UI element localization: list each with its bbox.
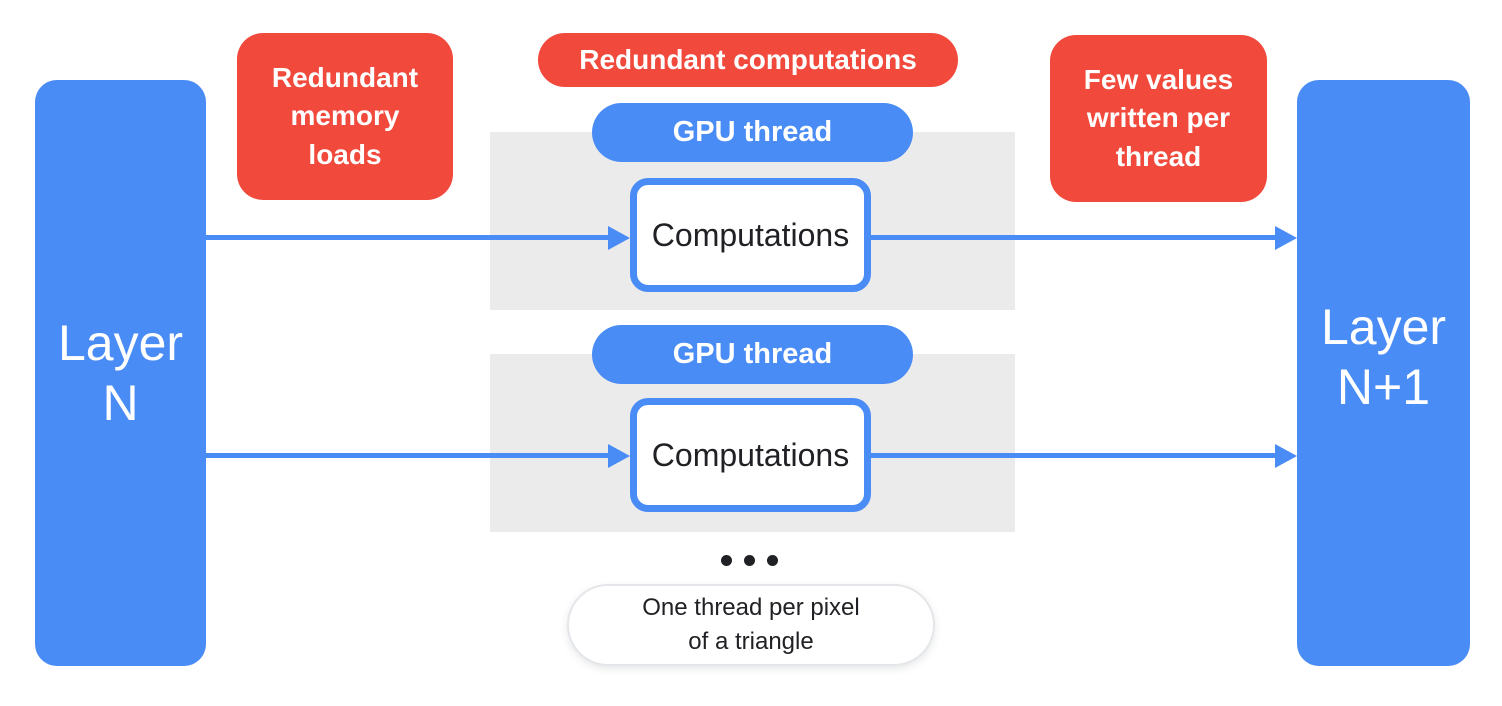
computations-box-1-label: Computations [651,216,850,253]
arrow-line-layer-n-to-computations-1 [206,235,612,240]
gpu-thread-pill-2-label: GPU thread [672,338,833,370]
layer-n-plus-1-box: Layer N+1 [1297,80,1470,666]
layer-n-label: Layer N [58,313,183,433]
arrow-head-into-computations-2 [608,444,630,468]
arrow-line-computations-1-to-layer-n1 [869,235,1279,240]
arrow-line-computations-2-to-layer-n1 [869,453,1279,458]
layer-n-plus-1-label: Layer N+1 [1321,297,1446,417]
callout-redundant-computations-label: Redundant computations [579,43,917,75]
layer-n-box: Layer N [35,80,206,666]
callout-memory-line2: memory [290,100,400,132]
gpu-thread-pill-2: GPU thread [592,325,913,384]
footnote-one-thread-per-pixel: One thread per pixel of a triangle [567,584,935,666]
computations-box-2: Computations [630,398,871,512]
arrow-line-layer-n-to-computations-2 [206,453,612,458]
arrow-head-into-layer-n1-1 [1275,226,1297,250]
ellipsis-dot-1 [721,555,732,566]
callout-few-values-line1: Few values [1083,64,1234,96]
footnote-line1: One thread per pixel [642,594,860,622]
footnote-line2: of a triangle [688,628,814,655]
arrow-head-into-computations-1 [608,226,630,250]
ellipsis-dots-icon [721,555,778,566]
callout-memory-line1: Redundant [271,62,419,94]
computations-box-1: Computations [630,178,871,292]
callout-few-values-line3: thread [1115,140,1202,172]
callout-few-values-written: Few values written per thread [1050,35,1267,202]
ellipsis-dot-2 [744,555,755,566]
layer-n-plus-1-label-line2: N+1 [1336,359,1431,415]
gpu-thread-pill-1: GPU thread [592,103,913,162]
layer-n-label-line2: N [102,375,139,431]
callout-redundant-computations: Redundant computations [538,33,958,87]
callout-redundant-memory-loads: Redundant memory loads [237,33,453,200]
callout-memory-line3: loads [308,138,382,170]
arrow-head-into-layer-n1-2 [1275,444,1297,468]
ellipsis-dot-3 [767,555,778,566]
layer-n-label-line1: Layer [57,315,184,371]
callout-few-values-line2: written per [1086,102,1231,134]
computations-box-2-label: Computations [651,436,850,473]
layer-n-plus-1-label-line1: Layer [1320,299,1447,355]
gpu-thread-pill-1-label: GPU thread [672,116,833,148]
